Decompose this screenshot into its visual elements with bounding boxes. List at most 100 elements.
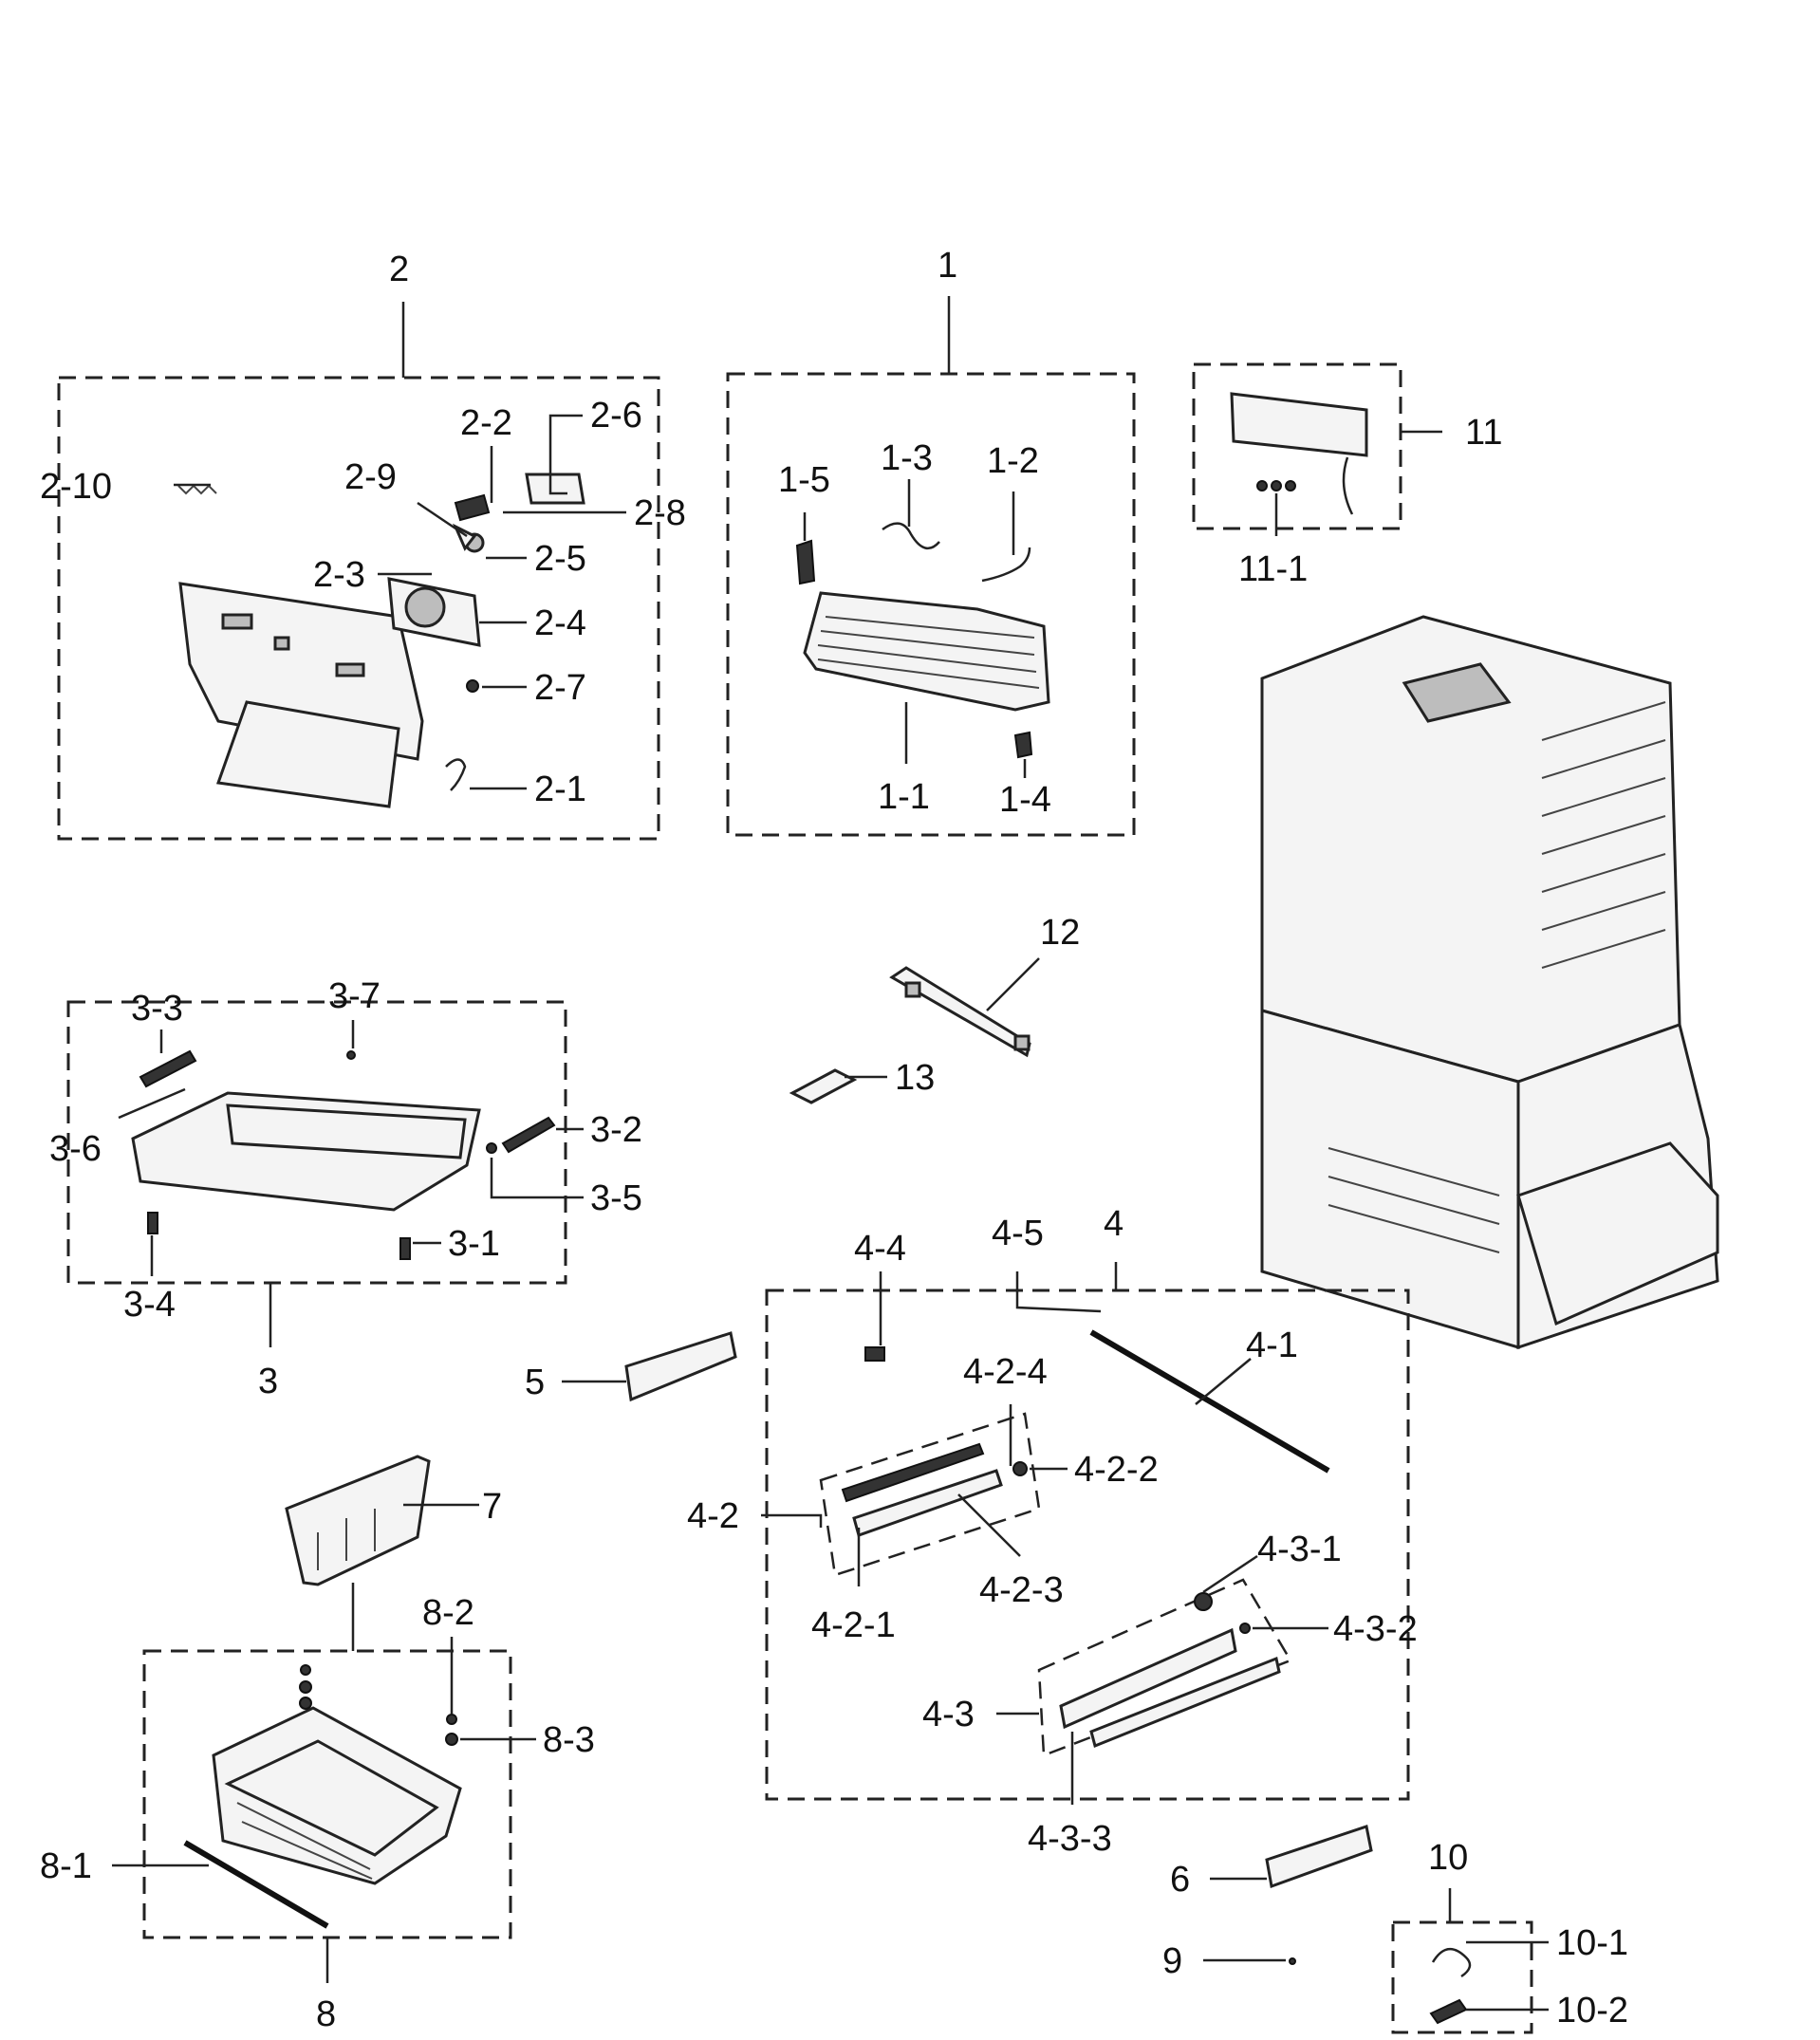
label-4-2: 4-2 bbox=[687, 1496, 739, 1536]
label-6: 6 bbox=[1170, 1860, 1190, 1900]
part-10-1-sensor bbox=[1431, 1948, 1472, 1978]
part-4-4-block bbox=[864, 1346, 885, 1362]
label-4-4: 4-4 bbox=[854, 1229, 906, 1269]
label-1: 1 bbox=[938, 246, 957, 286]
part-1-2-sensor bbox=[981, 547, 1031, 583]
label-3-5: 3-5 bbox=[590, 1178, 642, 1218]
label-4: 4 bbox=[1104, 1204, 1124, 1244]
part-1-4-fuse bbox=[1013, 731, 1033, 759]
part-2-7-screw bbox=[466, 679, 479, 693]
label-8-3: 8-3 bbox=[543, 1720, 595, 1760]
refrigerator-cabinet bbox=[1260, 615, 1719, 1350]
part-3-2-rail bbox=[501, 1116, 556, 1154]
group-4-box bbox=[765, 1289, 1410, 1801]
label-2-6: 2-6 bbox=[590, 396, 642, 436]
group-8: 8 8-1 8-2 8-3 bbox=[40, 1593, 595, 2034]
part-2-1-wire bbox=[445, 758, 467, 791]
part-2-8-clip bbox=[454, 493, 491, 522]
label-3-7: 3-7 bbox=[328, 976, 381, 1016]
part-3-7-screw bbox=[346, 1050, 356, 1060]
label-9: 9 bbox=[1162, 1941, 1182, 1981]
label-3-3: 3-3 bbox=[131, 989, 183, 1029]
label-3-2: 3-2 bbox=[590, 1110, 642, 1150]
part-11-1-screw bbox=[1256, 480, 1268, 491]
part-13-pad: 13 bbox=[789, 1058, 935, 1104]
label-2-9: 2-9 bbox=[344, 457, 397, 497]
label-11-1: 11-1 bbox=[1238, 549, 1308, 589]
group-11: 11 11-1 bbox=[1192, 362, 1502, 589]
label-2-2: 2-2 bbox=[460, 403, 512, 443]
label-5: 5 bbox=[525, 1363, 545, 1402]
label-1-5: 1-5 bbox=[778, 460, 830, 500]
part-5-cover: 5 bbox=[525, 1331, 737, 1402]
part-8-1-bar bbox=[183, 1840, 329, 1929]
label-4-5: 4-5 bbox=[992, 1214, 1044, 1253]
part-8-basket bbox=[212, 1706, 462, 1885]
part-2-6-motor-plate bbox=[525, 473, 585, 505]
label-4-2-2: 4-2-2 bbox=[1074, 1450, 1159, 1490]
label-4-3-3: 4-3-3 bbox=[1028, 1819, 1112, 1859]
part-4-3-rail-assy bbox=[1037, 1578, 1292, 1757]
part-1-5-clip bbox=[795, 539, 816, 585]
part-11-ice-maker bbox=[1230, 392, 1368, 457]
label-7: 7 bbox=[482, 1487, 502, 1527]
label-2-1: 2-1 bbox=[534, 770, 586, 809]
part-8-stopper bbox=[300, 1664, 311, 1676]
part-9-screw: 9 bbox=[1162, 1941, 1296, 1981]
label-1-1: 1-1 bbox=[878, 777, 930, 817]
part-3-5-stopper bbox=[486, 1142, 497, 1154]
label-2: 2 bbox=[389, 250, 409, 289]
part-1-3-sensor bbox=[882, 522, 940, 550]
label-13: 13 bbox=[895, 1058, 935, 1098]
part-1-1-evaporator bbox=[803, 591, 1050, 712]
part-6-cover: 6 bbox=[1170, 1825, 1373, 1900]
label-10-1: 10-1 bbox=[1556, 1923, 1628, 1963]
part-3-drawer bbox=[131, 1091, 481, 1212]
group-1-box bbox=[726, 372, 1136, 837]
part-11-wire bbox=[1342, 456, 1354, 515]
label-8: 8 bbox=[316, 1994, 336, 2034]
label-4-3-2: 4-3-2 bbox=[1333, 1609, 1418, 1649]
label-11: 11 bbox=[1465, 413, 1502, 453]
part-4-1-bar bbox=[1089, 1329, 1330, 1474]
group-3: 3 3-3 3-7 3-6 3-2 3-5 3-1 3-4 bbox=[49, 976, 642, 1401]
label-10: 10 bbox=[1428, 1838, 1468, 1878]
part-2-10-spring bbox=[177, 484, 217, 495]
label-4-2-4: 4-2-4 bbox=[963, 1352, 1048, 1392]
label-3-1: 3-1 bbox=[448, 1224, 500, 1264]
group-10: 10 10-1 10-2 bbox=[1391, 1838, 1628, 2034]
group-1: 1 1-5 1-3 1-2 1-1 1-4 bbox=[726, 246, 1136, 837]
part-8-3-stopper bbox=[445, 1733, 458, 1746]
label-2-10: 2-10 bbox=[40, 467, 112, 507]
label-4-2-1: 4-2-1 bbox=[811, 1605, 896, 1645]
label-3-6: 3-6 bbox=[49, 1129, 102, 1169]
label-1-4: 1-4 bbox=[999, 780, 1051, 820]
part-12-handle: 12 bbox=[889, 913, 1080, 1058]
group-10-box bbox=[1391, 1920, 1533, 2034]
label-3-4: 3-4 bbox=[123, 1285, 176, 1325]
part-3-1-roller bbox=[399, 1237, 411, 1260]
part-2-1-panel bbox=[178, 582, 424, 808]
part-3-4-roller bbox=[147, 1212, 158, 1234]
label-4-3-1: 4-3-1 bbox=[1257, 1530, 1342, 1569]
label-4-1: 4-1 bbox=[1246, 1326, 1298, 1365]
group-3-box bbox=[66, 1000, 567, 1285]
part-8-2-screw bbox=[446, 1714, 457, 1725]
label-2-3: 2-3 bbox=[313, 555, 365, 595]
label-1-3: 1-3 bbox=[881, 438, 933, 478]
label-4-2-3: 4-2-3 bbox=[979, 1570, 1064, 1610]
group-4: 4 4-1 4-4 4-5 4-2 4-2-4 4-2-2 4-2-3 4-2-… bbox=[687, 1204, 1418, 1859]
label-10-2: 10-2 bbox=[1556, 1991, 1628, 2031]
label-2-8: 2-8 bbox=[634, 493, 686, 533]
part-10-2-holder bbox=[1429, 1998, 1468, 2025]
label-12: 12 bbox=[1040, 913, 1080, 953]
group-2-box bbox=[57, 376, 660, 841]
label-3: 3 bbox=[258, 1362, 278, 1401]
label-2-4: 2-4 bbox=[534, 603, 586, 643]
label-2-5: 2-5 bbox=[534, 539, 586, 579]
part-4-2-rail-assy bbox=[819, 1412, 1041, 1577]
part-3-3-rail bbox=[139, 1049, 197, 1088]
part-7-divider: 7 bbox=[285, 1455, 502, 1651]
group-2: 2 2-10 2-9 2-2 2-6 2-8 2-5 2-3 bbox=[40, 250, 686, 841]
